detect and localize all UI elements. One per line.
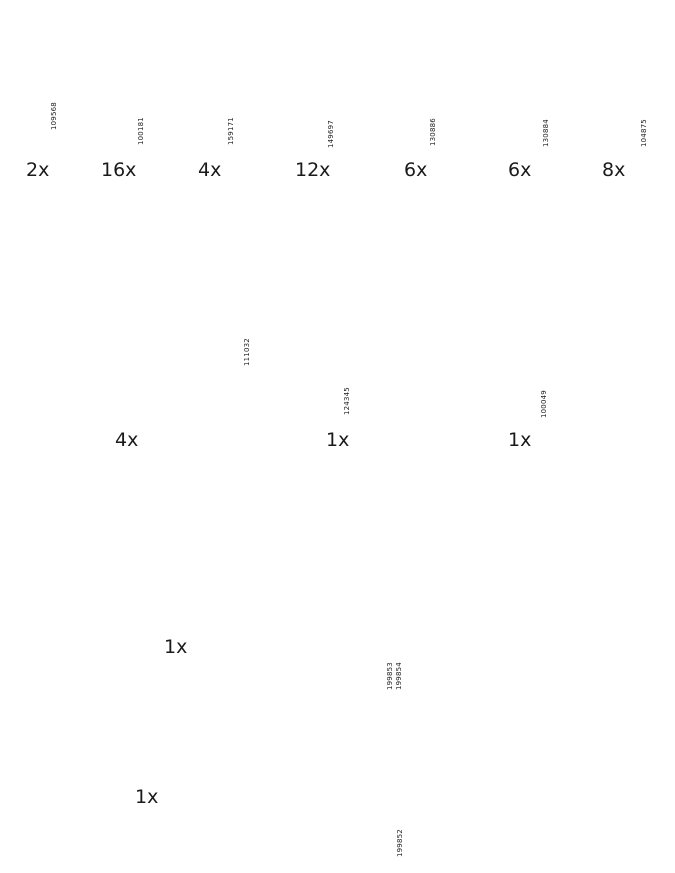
- part-code: 100181: [137, 117, 145, 145]
- part-code: 130884: [542, 119, 550, 147]
- part-quantity: 1x: [508, 429, 532, 451]
- part-quantity: 12x: [295, 159, 331, 181]
- part-quantity: 16x: [101, 159, 137, 181]
- part-code: 130886: [429, 118, 437, 146]
- part-quantity: 4x: [115, 429, 139, 451]
- part-quantity: 4x: [198, 159, 222, 181]
- part-code: 159171: [227, 117, 235, 145]
- part-code: 199852: [396, 829, 404, 857]
- part-code: 111032: [243, 338, 251, 366]
- part-code: 109568: [50, 102, 58, 130]
- part-code: 124345: [343, 387, 351, 415]
- part-code: 199854: [395, 662, 403, 690]
- part-quantity: 6x: [404, 159, 428, 181]
- part-code: 149697: [327, 120, 335, 148]
- part-code: 100049: [540, 390, 548, 418]
- part-quantity: 1x: [164, 636, 188, 658]
- part-quantity: 1x: [326, 429, 350, 451]
- part-code: 104875: [640, 119, 648, 147]
- part-quantity: 2x: [26, 159, 50, 181]
- part-code: 199853: [386, 662, 394, 690]
- part-quantity: 8x: [602, 159, 626, 181]
- part-quantity: 1x: [135, 786, 159, 808]
- part-quantity: 6x: [508, 159, 532, 181]
